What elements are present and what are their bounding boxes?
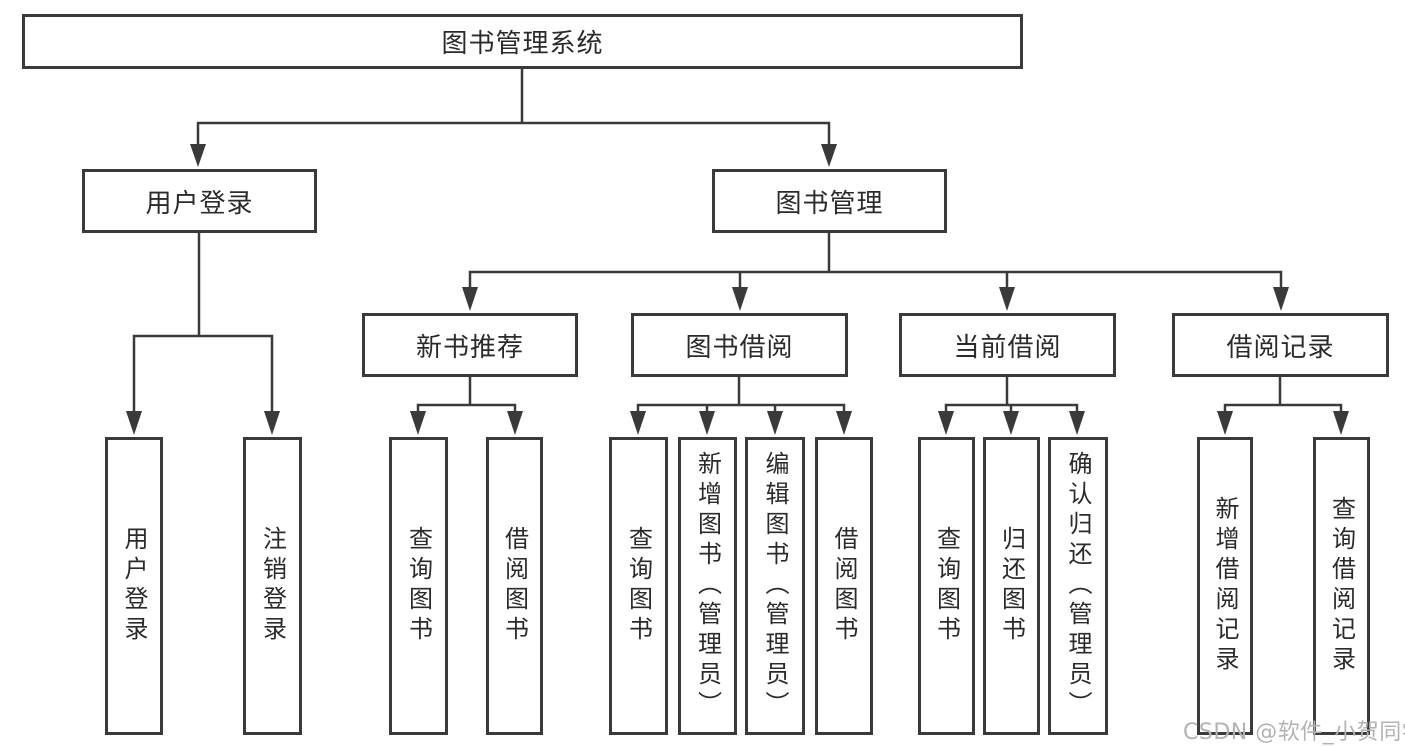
csdn-watermark: CSDN @软件_小贺同学 (1183, 720, 1405, 745)
node-label: 归还图书 (997, 526, 1026, 646)
leaf-add-borrow-record: 新增借阅记录 (1197, 437, 1253, 735)
leaf-query-books-current: 查询图书 (918, 437, 975, 735)
node-label: 借阅图书 (830, 526, 858, 646)
leaf-return-books: 归还图书 (983, 437, 1040, 735)
node-label: 图书管理系统 (441, 29, 604, 59)
leaf-borrow-books-newbook: 借阅图书 (486, 437, 543, 735)
node-label: 确认归还（管理员） (1064, 451, 1092, 721)
node-label: 查询图书 (624, 526, 653, 646)
node-library-management-system: 图书管理系统 (22, 14, 1023, 69)
node-current-borrowing: 当前借阅 (899, 313, 1116, 377)
node-label: 编辑图书（管理员） (761, 451, 789, 721)
node-label: 新增图书（管理员） (693, 451, 722, 721)
node-label: 注销登录 (258, 526, 287, 646)
node-label: 新增借阅记录 (1211, 496, 1239, 676)
node-label: 图书管理 (775, 188, 884, 219)
leaf-confirm-return-admin: 确认归还（管理员） (1048, 437, 1108, 735)
node-book-borrowing: 图书借阅 (631, 313, 848, 377)
node-label: 查询借阅记录 (1327, 496, 1356, 676)
leaf-query-books-newbook: 查询图书 (389, 437, 448, 735)
leaf-add-books-admin: 新增图书（管理员） (678, 437, 737, 735)
leaf-logout: 注销登录 (243, 437, 302, 735)
node-label: 新书推荐 (415, 332, 524, 363)
node-book-management: 图书管理 (712, 169, 947, 233)
node-label: 查询图书 (932, 526, 961, 646)
node-new-book-recommendation: 新书推荐 (362, 313, 578, 377)
leaf-edit-books-admin: 编辑图书（管理员） (745, 437, 805, 735)
node-label: 查询图书 (404, 526, 433, 646)
node-label: 用户登录 (145, 188, 254, 219)
leaf-query-borrow-record: 查询借阅记录 (1313, 437, 1370, 735)
node-user-login: 用户登录 (82, 169, 317, 233)
node-label: 借阅记录 (1226, 332, 1335, 363)
leaf-user-login: 用户登录 (105, 437, 163, 735)
node-label: 借阅图书 (500, 526, 529, 646)
node-label: 当前借阅 (953, 332, 1062, 363)
leaf-query-books-borrow: 查询图书 (609, 437, 668, 735)
node-borrowing-records: 借阅记录 (1172, 313, 1389, 377)
node-label: 图书借阅 (685, 332, 794, 363)
leaf-borrow-books: 借阅图书 (815, 437, 873, 735)
node-label: 用户登录 (120, 526, 148, 646)
